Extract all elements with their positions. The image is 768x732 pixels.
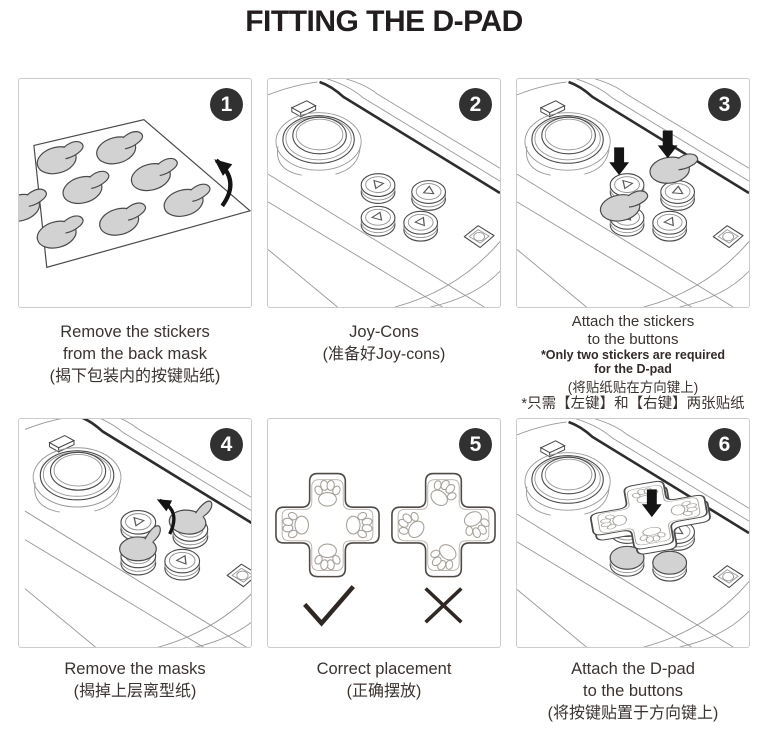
peel-arrow-icon xyxy=(209,153,233,208)
sticker-on-button xyxy=(609,545,645,570)
step-4-caption: Remove the masks (揭掉上层离型纸) xyxy=(64,660,206,700)
step-panel-6: 6 xyxy=(516,418,750,648)
sticker-shape xyxy=(647,152,702,187)
step-number-badge: 5 xyxy=(459,428,492,461)
dpad-cross-wrong xyxy=(391,472,496,578)
step-5-cell: 5 Correct placement (正确摆放) xyxy=(267,418,501,725)
step-number-badge: 4 xyxy=(210,428,243,461)
steps-grid: 1 Remove the stickers from the back mask… xyxy=(0,78,768,725)
page-title: FITTING THE D-PAD xyxy=(245,5,523,38)
peel-arrow-icon xyxy=(153,493,176,535)
step-panel-5: 5 xyxy=(267,418,501,648)
step-number-badge: 3 xyxy=(708,88,741,121)
joycon-dpad-illustration xyxy=(517,419,749,647)
joycon-peel-illustration xyxy=(19,419,251,647)
dpad-cross xyxy=(585,472,716,563)
step-2-caption: Joy-Cons (准备好Joy-cons) xyxy=(322,323,446,363)
step-3-cell: 3 Attach the stickers to the buttons *On… xyxy=(516,78,750,418)
step-number-badge: 6 xyxy=(708,428,741,461)
step-5-caption: Correct placement (正确摆放) xyxy=(316,660,452,700)
header: FITTING THE D-PAD xyxy=(0,0,768,78)
step-panel-2: 2 xyxy=(267,78,501,308)
step-2-cell: 2 Joy-Cons (准备好Joy-cons) xyxy=(267,78,501,418)
step-6-cell: 6 Attach the D-pad to the buttons (将按键贴置… xyxy=(516,418,750,725)
checkmark-icon xyxy=(303,585,355,627)
sticker-sheet-illustration xyxy=(19,118,251,269)
step-6-caption: Attach the D-pad to the buttons (将按键贴置于方… xyxy=(547,660,719,722)
step-panel-3: 3 xyxy=(516,78,750,308)
sticker-on-button xyxy=(652,550,688,575)
step-1-cell: 1 Remove the stickers from the back mask… xyxy=(18,78,252,418)
step-1-caption: Remove the stickers from the back mask (… xyxy=(49,323,221,385)
step-number-badge: 1 xyxy=(210,88,243,121)
dpad-placement-illustration xyxy=(275,472,496,627)
step-panel-4: 4 xyxy=(18,418,252,648)
x-icon xyxy=(424,587,463,624)
step-number-badge: 2 xyxy=(459,88,492,121)
down-arrow-icon xyxy=(609,147,630,176)
step-panel-1: 1 xyxy=(18,78,252,308)
dpad-cross-correct xyxy=(275,472,380,578)
step-3-caption: Attach the stickers to the buttons *Only… xyxy=(521,313,745,412)
step-4-cell: 4 Remove the masks (揭掉上层离型纸) xyxy=(18,418,252,725)
sticker-sheet xyxy=(33,118,251,269)
down-arrow-icon xyxy=(657,130,678,159)
